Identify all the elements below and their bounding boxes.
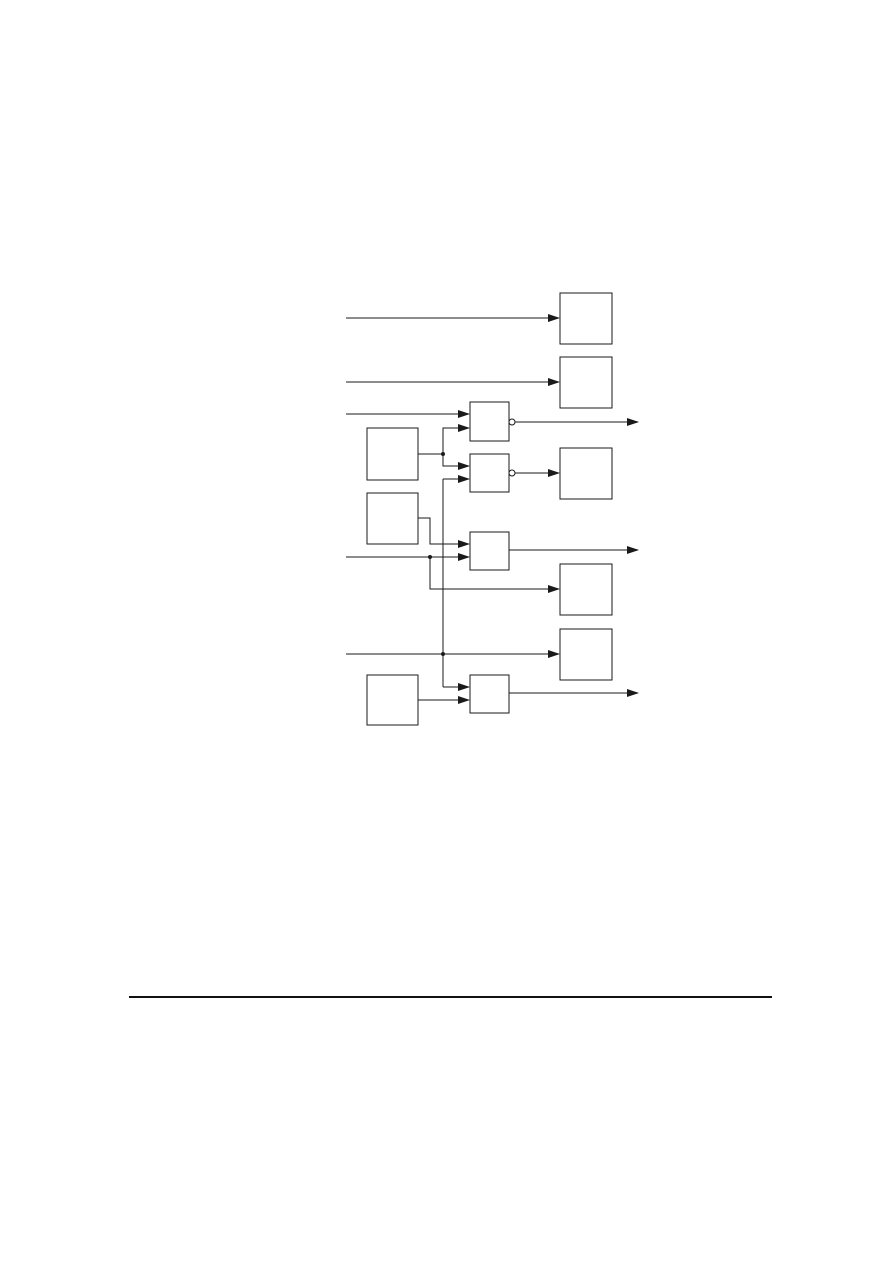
gate-2: [469, 453, 510, 493]
block-left-2: [366, 492, 419, 545]
block-top-1: [559, 292, 613, 345]
block-right-3: [559, 628, 613, 681]
block-left-1: [366, 427, 419, 481]
block-left-3: [366, 674, 419, 726]
junction-dot: [428, 555, 432, 559]
gate-3: [469, 531, 510, 571]
wire-block-left-2-out: [418, 517, 470, 548]
wire-to-gate-2-in1: [442, 454, 470, 470]
gate-2-invert-bubble: [508, 469, 516, 477]
junction-dot: [441, 652, 445, 656]
wire-to-gate-1-in2: [442, 424, 470, 454]
block-right-1: [559, 447, 613, 500]
junction-dot: [441, 452, 445, 456]
gate-4: [469, 674, 510, 714]
gate-1-invert-bubble: [508, 418, 516, 426]
gate-1: [469, 401, 510, 442]
block-right-2: [559, 563, 613, 616]
wire-input-4-branch: [429, 557, 560, 593]
block-top-2: [559, 356, 613, 409]
